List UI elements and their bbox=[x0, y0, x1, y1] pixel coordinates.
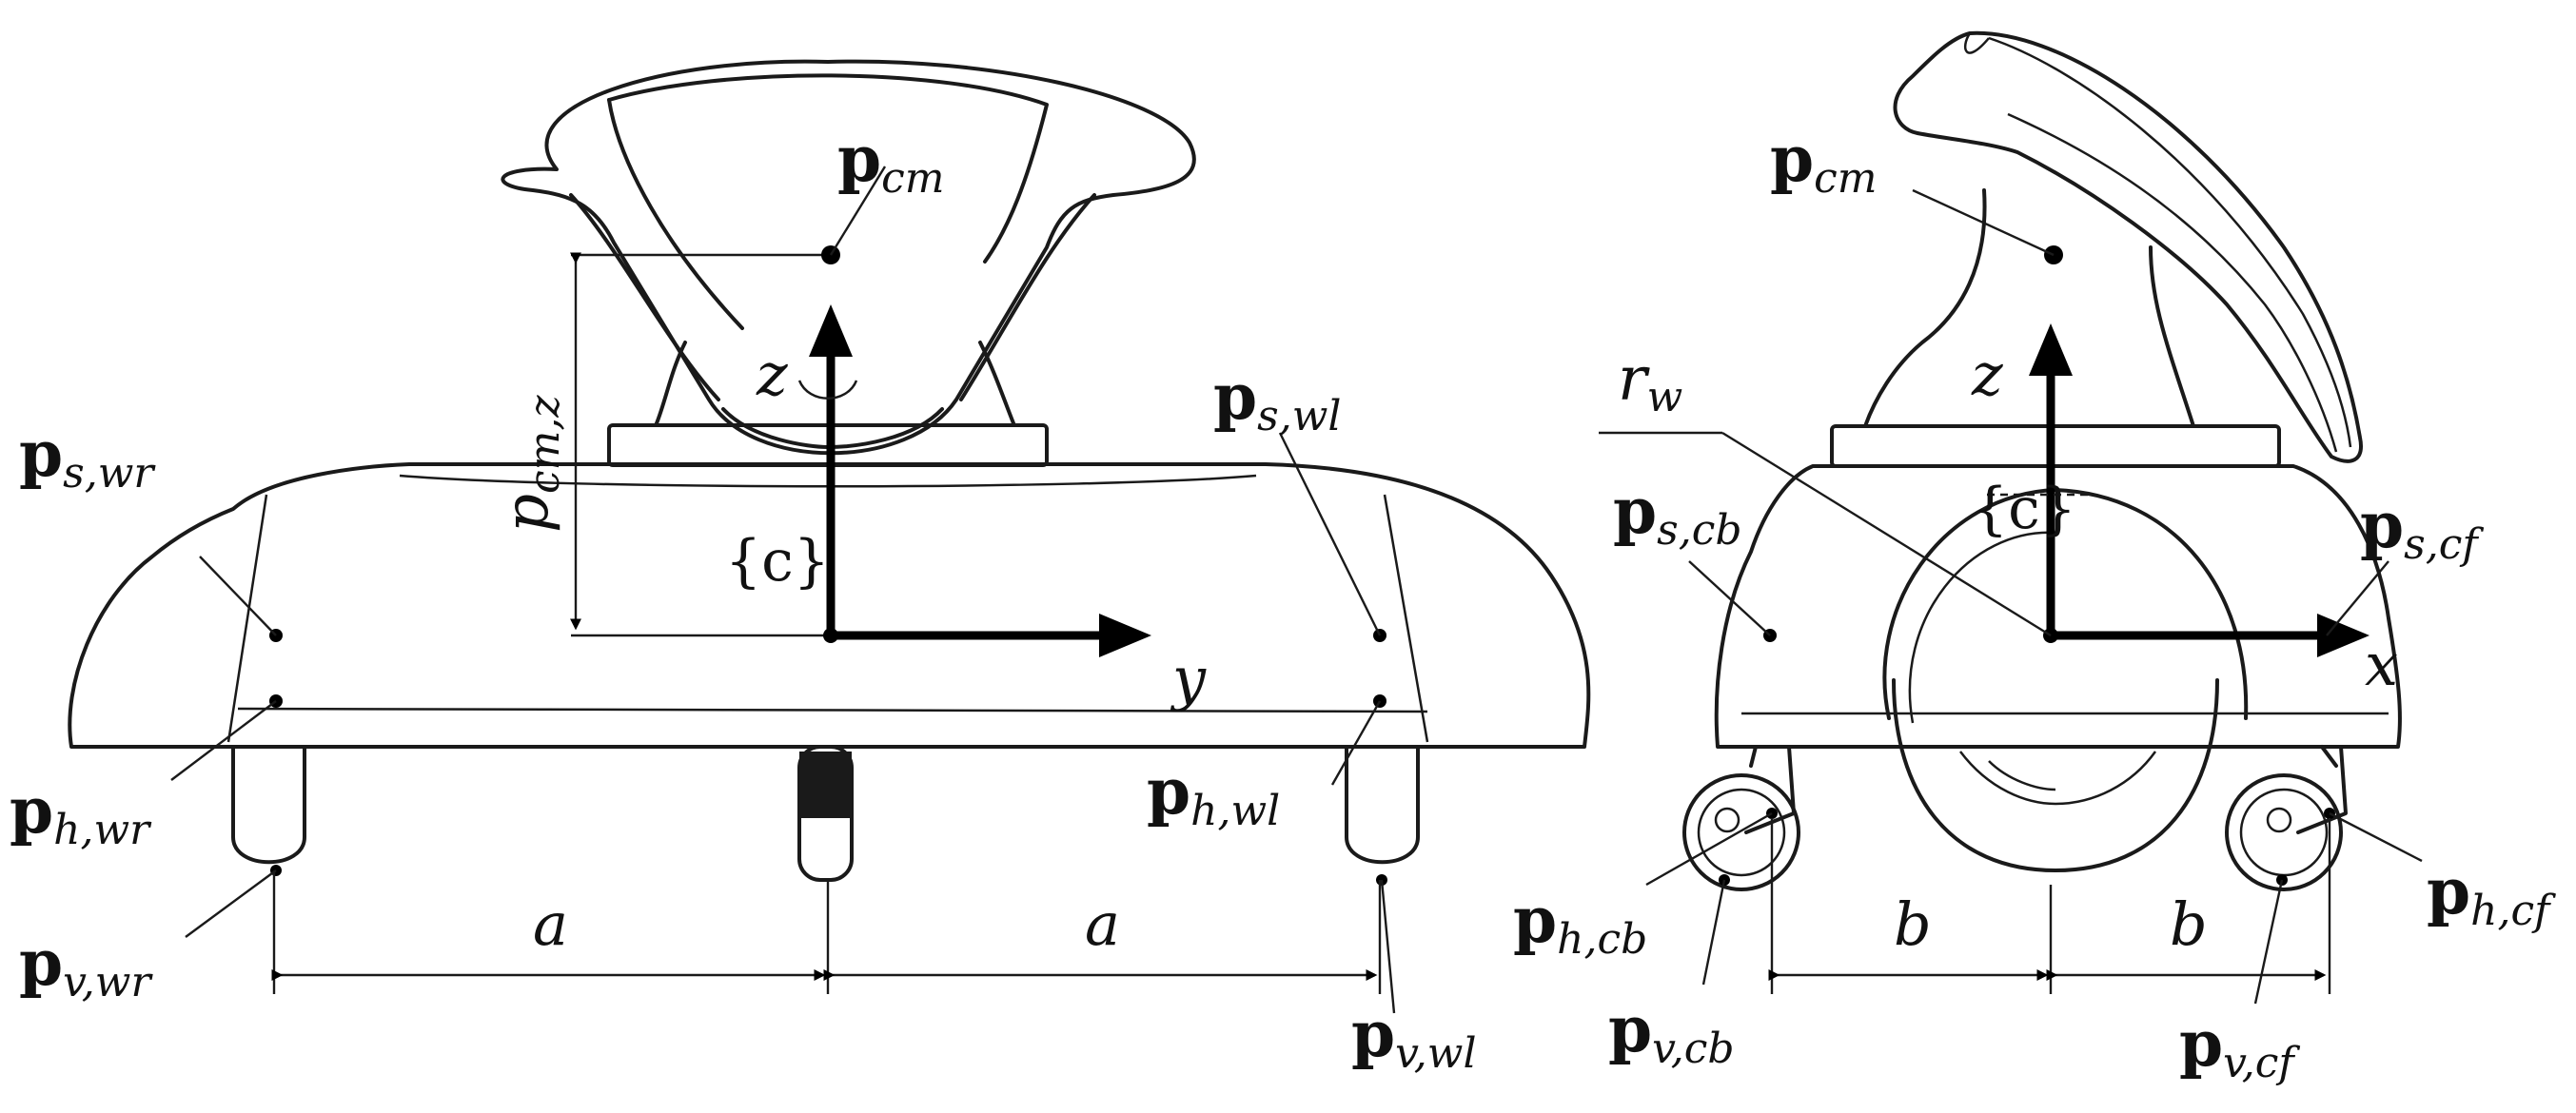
label-x-side: x bbox=[2365, 630, 2398, 699]
caster-right-rear bbox=[231, 745, 306, 865]
caster-back-side bbox=[1682, 745, 1800, 891]
label-frame-c-rear: {c} bbox=[725, 528, 830, 595]
label-p-v-cb: pv,cb bbox=[1608, 992, 1735, 1073]
label-p-cm-rear: pcm bbox=[837, 122, 945, 203]
caster-left-rear bbox=[1345, 745, 1420, 865]
seat-inner-rear bbox=[607, 73, 1049, 264]
label-y-rear: y bbox=[1170, 644, 1207, 713]
caster-front-side bbox=[2225, 745, 2348, 891]
label-p-s-cf: ps,cf bbox=[2360, 488, 2484, 569]
label-dim-a-right: a bbox=[1085, 889, 1120, 959]
label-p-v-wl: pv,wl bbox=[1351, 997, 1477, 1078]
seat-outline-side bbox=[1893, 30, 2363, 463]
label-frame-c-side: {c} bbox=[1972, 476, 2076, 542]
label-r-w: rw bbox=[1618, 344, 1682, 421]
label-p-h-wr: ph,wr bbox=[10, 773, 152, 854]
rear-view bbox=[68, 59, 1591, 1014]
label-p-v-cf: pv,cf bbox=[2179, 1006, 2300, 1087]
label-dim-b-right: b bbox=[2170, 889, 2208, 959]
label-dim-a-left: a bbox=[533, 889, 568, 959]
label-p-h-wl: ph,wl bbox=[1147, 754, 1280, 835]
label-p-cm-z: pcm,z bbox=[492, 395, 569, 533]
main-wheel-side bbox=[1892, 678, 2219, 872]
label-p-v-wr: pv,wr bbox=[19, 926, 153, 1006]
side-view bbox=[1599, 30, 2423, 1005]
label-p-cm-side: pcm bbox=[1770, 122, 1878, 203]
label-dim-b-left: b bbox=[1894, 889, 1932, 959]
body-outline-rear bbox=[68, 462, 1591, 749]
label-p-h-cb: ph,cb bbox=[1513, 883, 1647, 964]
label-p-s-cb: ps,cb bbox=[1613, 474, 1742, 555]
labels: pcm ps,wr ph,wr pv,wr ps,wl ph,wl pv,wl … bbox=[10, 122, 2556, 1087]
seat-outline-rear bbox=[501, 59, 1196, 456]
body-outline-side bbox=[1714, 464, 2402, 749]
label-p-h-cf: ph,cf bbox=[2427, 854, 2556, 935]
label-p-s-wl: ps,wl bbox=[1213, 360, 1341, 440]
label-z-rear: z bbox=[756, 340, 788, 409]
label-z-side: z bbox=[1971, 340, 2003, 409]
label-p-s-wr: ps,wr bbox=[19, 417, 156, 498]
